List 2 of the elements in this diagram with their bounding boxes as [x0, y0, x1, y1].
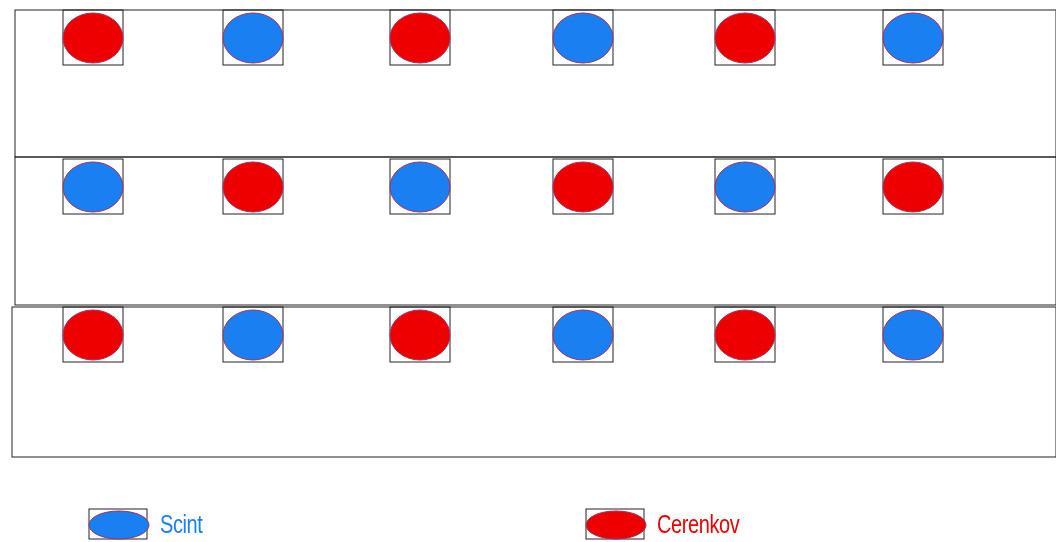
legend-label: Scint [160, 509, 203, 539]
legend-label: Cerenkov [657, 509, 740, 539]
